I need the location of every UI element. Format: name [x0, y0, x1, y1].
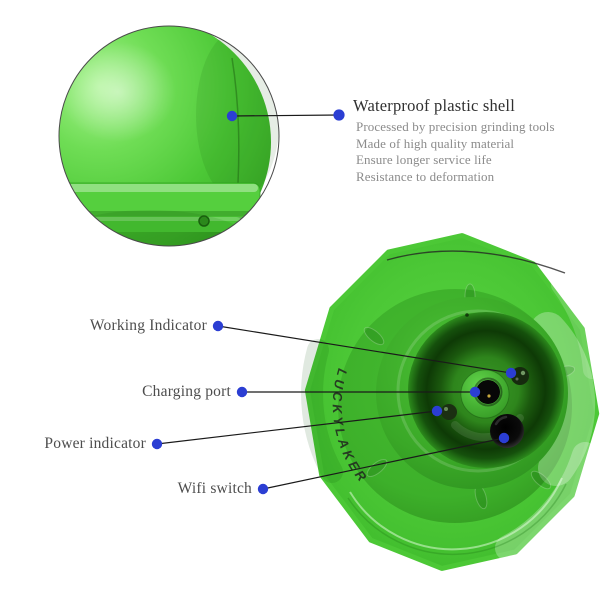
label-wifi-switch: Wifi switch	[177, 480, 252, 497]
inset-feature-line: Processed by precision grinding tools	[356, 119, 555, 134]
leader-line-wifi-switch	[262, 437, 505, 490]
label-charging-port: Charging port	[142, 383, 231, 400]
shell-screw-hole	[198, 215, 210, 227]
callout-dot-shell-label	[333, 109, 345, 121]
device-top-view: LUCKYLAKER	[301, 233, 600, 571]
inset-title: Waterproof plastic shell	[353, 96, 516, 115]
callout-dot-working-target	[505, 367, 517, 379]
charging-port-boss	[460, 369, 510, 419]
callout-dots	[151, 109, 517, 495]
wifi-switch-button	[490, 414, 524, 448]
zoom-inset	[58, 25, 280, 247]
leader-line-shell	[231, 114, 340, 117]
leader-line-working-indicator	[217, 325, 512, 374]
callout-dot-shell-target	[226, 110, 238, 122]
callout-dot-wifi-label	[257, 483, 269, 495]
callout-dot-charging-label	[236, 386, 248, 398]
device-seam-arc	[386, 250, 566, 274]
callout-dot-power-target	[431, 405, 443, 417]
inset-feature-line: Resistance to deformation	[356, 168, 495, 184]
power-indicator-led	[441, 404, 457, 420]
callout-dot-power-label	[151, 438, 163, 450]
leader-line-power-indicator	[156, 410, 438, 445]
leader-lines	[156, 114, 512, 490]
label-working-indicator: Working Indicator	[89, 317, 207, 334]
charging-pin	[487, 394, 491, 398]
label-power-indicator: Power indicator	[44, 435, 146, 452]
inset-feature-line: Ensure longer service life	[356, 152, 492, 167]
callout-dot-working-label	[212, 320, 224, 332]
inset-feature-list: Processed by precision grinding tools Ma…	[356, 119, 555, 185]
inset-feature-line: Made of high quality material	[356, 135, 515, 151]
shell-seam-line	[231, 57, 240, 184]
callout-dot-charging-target	[469, 386, 481, 398]
callout-dot-wifi-target	[498, 432, 510, 444]
zoom-inset-circle	[58, 25, 280, 247]
charging-port-hole	[476, 380, 500, 404]
